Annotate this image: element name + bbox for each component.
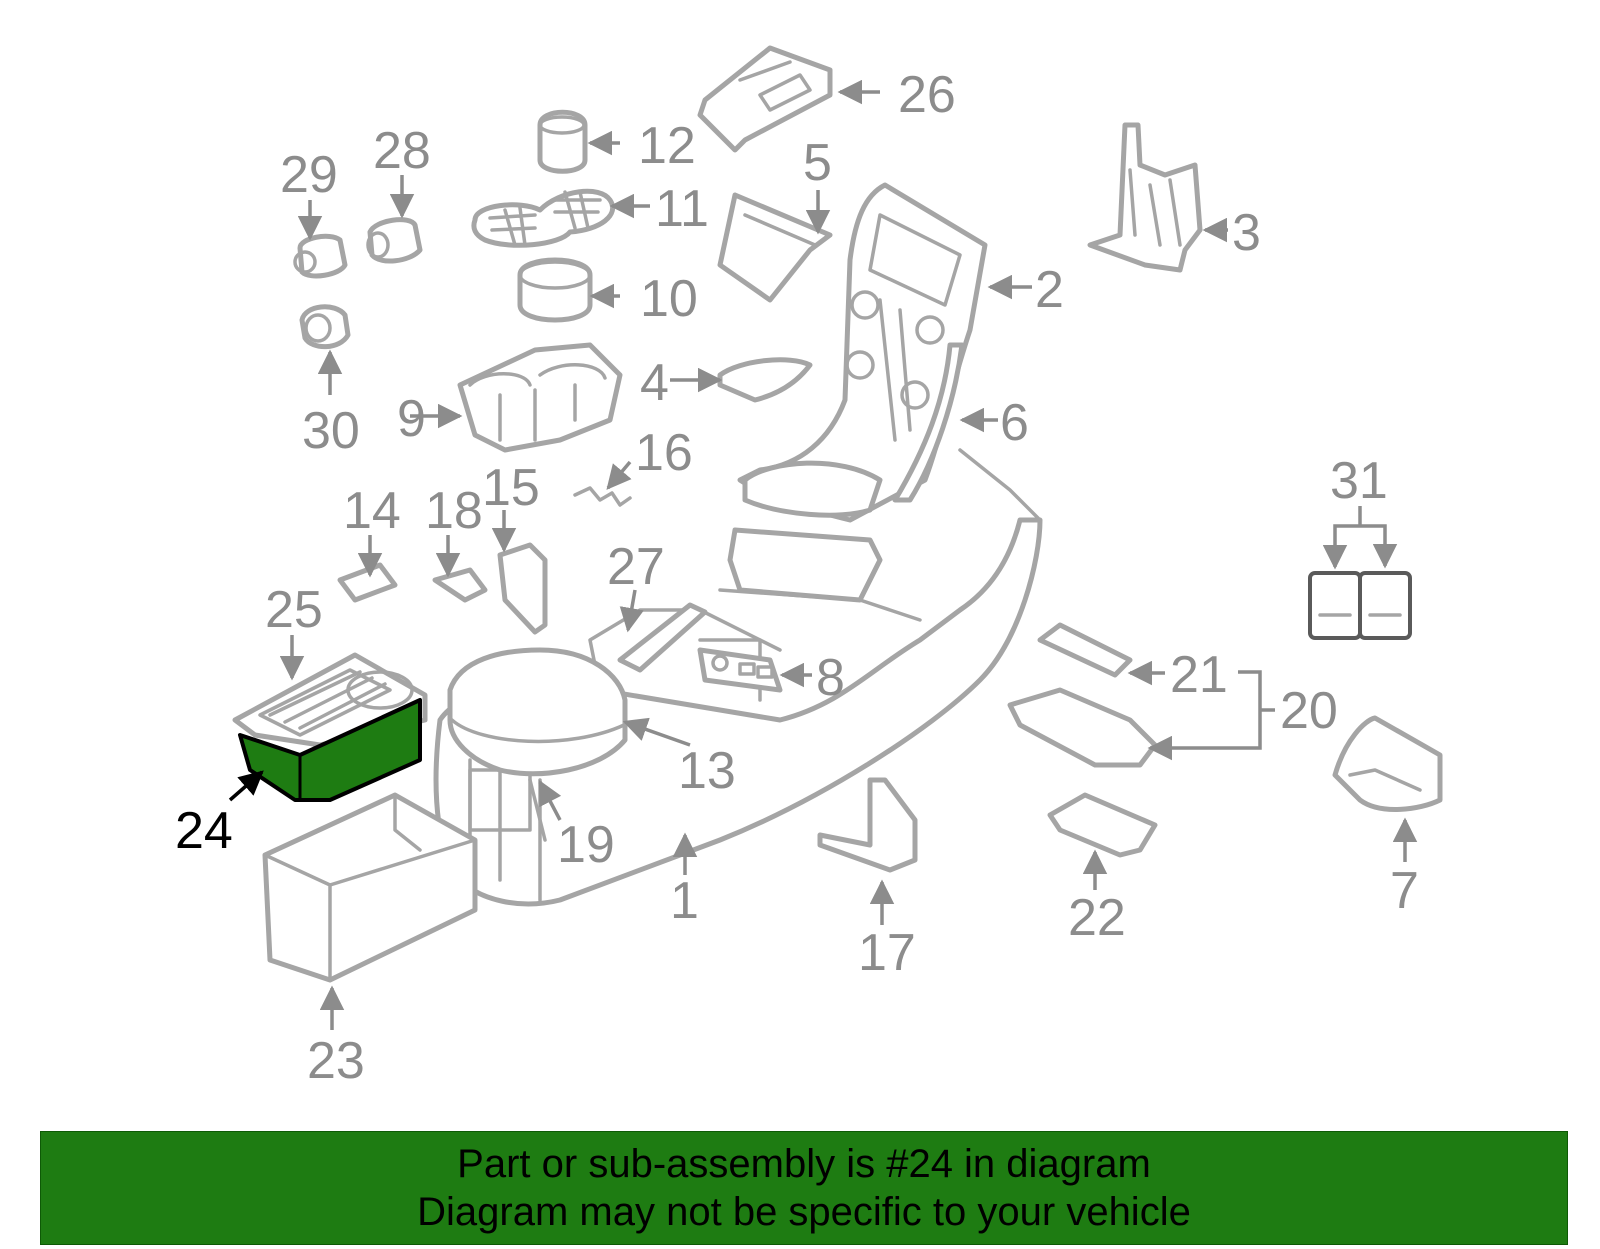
part-6-side-strip [892,342,965,503]
part-27-rail [617,602,708,673]
label-20: 20 [1280,682,1338,740]
label-23: 23 [307,1032,365,1090]
label-22: 22 [1068,889,1126,947]
label-1: 1 [670,872,699,930]
part-19-bezel [528,778,547,842]
label-21: 21 [1170,646,1228,704]
parts-diagram: 26 12 11 10 9 4 5 2 3 6 29 28 30 16 15 1… [175,45,1443,1090]
label-7: 7 [1390,862,1419,920]
label-28: 28 [373,122,431,180]
label-31: 31 [1330,452,1388,510]
part-20-tray [1007,687,1158,768]
part-30-knob [299,304,351,350]
label-5: 5 [803,134,832,192]
label-25: 25 [265,581,323,639]
callout-labels: 26 12 11 10 9 4 5 2 3 6 29 28 30 16 15 1… [175,66,1419,1090]
part-4-plate [717,357,813,403]
label-11: 11 [655,180,709,238]
part-12-cup-insert [537,109,588,174]
label-9: 9 [397,390,426,448]
part-29-switch [293,233,348,279]
label-14: 14 [343,482,401,540]
banner-line-2: Diagram may not be specific to your vehi… [417,1190,1191,1234]
part-18-pad [432,567,488,603]
leader-lines [228,79,1418,1030]
label-16: 16 [635,424,693,482]
part-14-clip [337,562,398,603]
label-13: 13 [678,742,736,800]
part-11-cup-mat [471,188,615,248]
label-26: 26 [898,66,956,124]
label-29: 29 [280,146,338,204]
label-19: 19 [557,816,615,874]
info-banner: Part or sub-assembly is #24 in diagram D… [40,1131,1568,1245]
part-8-switch-panel [697,647,783,693]
label-12: 12 [638,117,696,175]
part-21-panel [1037,622,1133,678]
part-26-shifter-bezel [697,45,833,153]
part-28-switch [366,217,423,264]
label-4: 4 [640,354,669,412]
part-31-switch-pair [1308,571,1412,640]
label-3: 3 [1232,204,1261,262]
part-9-cup-holder [457,342,623,453]
part-23-storage-bin [262,792,478,983]
part-5-panel [717,192,833,303]
label-18: 18 [425,482,483,540]
part-22-mat [1047,792,1158,858]
label-27: 27 [607,538,665,596]
label-15: 15 [482,459,540,517]
part-17-bracket [817,777,918,873]
label-30: 30 [302,402,360,460]
part-10-cup-ring [517,257,593,323]
part-15-cover [497,542,548,635]
part-7-pocket [1332,715,1443,812]
banner-line-1: Part or sub-assembly is #24 in diagram [457,1142,1151,1186]
label-8: 8 [816,649,845,707]
label-17: 17 [858,924,916,982]
part-13-armrest [447,647,628,777]
label-24: 24 [175,802,233,860]
label-10: 10 [640,270,698,328]
label-6: 6 [1000,394,1029,452]
part-3-bracket [1087,122,1203,273]
label-2: 2 [1035,261,1064,319]
part-16-spring [573,486,632,507]
